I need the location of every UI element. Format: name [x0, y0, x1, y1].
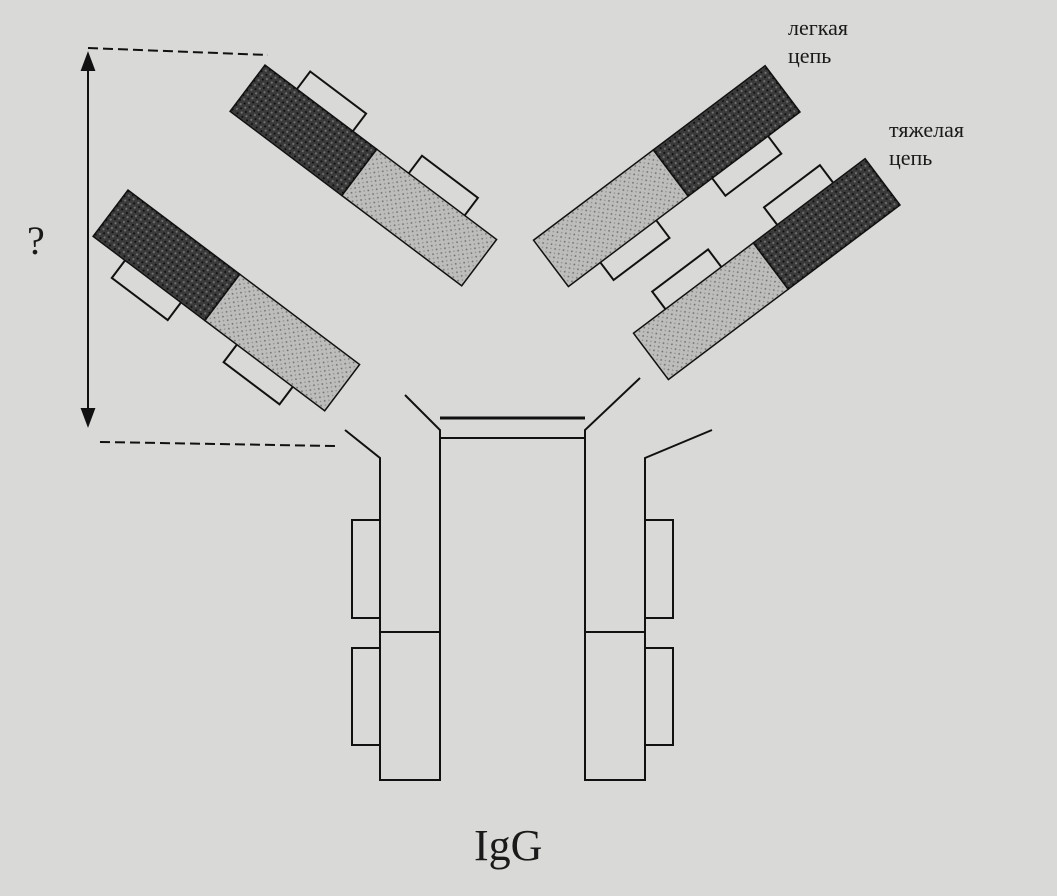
- right-light-chain: [532, 64, 802, 288]
- left-light-chain: [92, 188, 361, 412]
- question-mark-label: ?: [27, 218, 45, 263]
- left-heavy-chain: [229, 63, 498, 287]
- heavy-chain-label-line2: цепь: [889, 144, 933, 170]
- light-chain-label-line1: легкая: [788, 15, 849, 40]
- light-chain-label: легкая цепь: [788, 14, 898, 69]
- right-heavy-chain: [632, 157, 902, 381]
- dimension-arrow: [80, 47, 336, 447]
- heavy-chain-label: тяжелая цепь: [889, 116, 1029, 171]
- diagram-title: IgG: [474, 821, 543, 870]
- heavy-chain-label-line1: тяжелая: [889, 117, 964, 142]
- fc-stem: [344, 377, 713, 781]
- light-chain-label-line2: цепь: [788, 42, 832, 68]
